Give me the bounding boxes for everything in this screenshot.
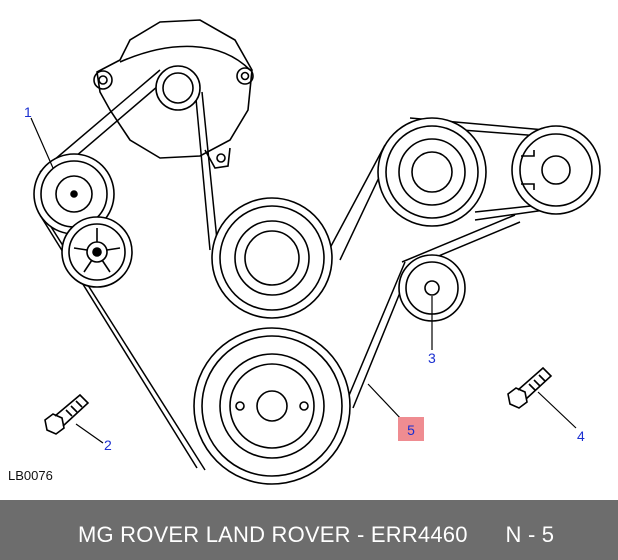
idler-pulley [33, 153, 115, 235]
callout-2: 2 [104, 437, 112, 453]
leader-lines [30, 117, 577, 444]
footer-bar [0, 500, 618, 560]
callout-5-highlighted[interactable]: 5 [398, 417, 424, 441]
bolt-left [44, 393, 90, 435]
tensioner-pulley [61, 216, 133, 288]
alternator-pulley [155, 65, 201, 111]
water-pump-pulley [377, 117, 487, 227]
callout-4: 4 [577, 428, 585, 444]
bolt-right [507, 366, 553, 409]
figure-code: LB0076 [8, 468, 53, 483]
belt-diagram [30, 19, 601, 485]
ac-compressor-pulley [511, 125, 601, 215]
power-steering-pulley [211, 197, 333, 319]
crankshaft-pulley [193, 327, 351, 485]
callout-1: 1 [24, 104, 32, 120]
callout-3: 3 [428, 350, 436, 366]
footer-part-text: MG ROVER LAND ROVER - ERR4460 N - 5 [78, 522, 555, 547]
